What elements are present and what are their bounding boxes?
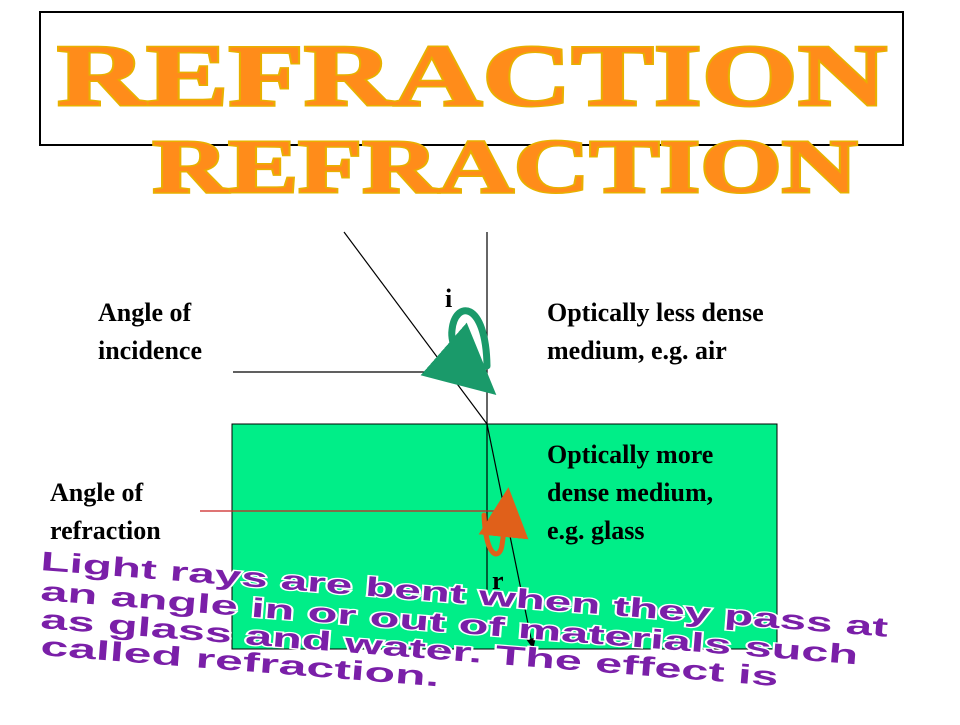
angle-of-incidence-label: Angle of incidence: [98, 294, 202, 370]
angle-of-incidence-line-2: incidence: [98, 336, 202, 365]
less-dense-medium-label: Optically less dense medium, e.g. air: [547, 294, 764, 370]
more-dense-line-2: dense medium,: [547, 478, 714, 507]
less-dense-line-1: Optically less dense: [547, 298, 764, 327]
more-dense-medium-label: Optically more dense medium, e.g. glass: [547, 436, 713, 550]
angle-of-incidence-line-1: Angle of: [98, 298, 192, 327]
title-text: REFRACTION: [57, 28, 887, 125]
incident-ray: [343, 231, 488, 425]
refraction-angle-arc: [478, 487, 529, 557]
angle-r-label: r: [492, 566, 504, 595]
title-box: [39, 11, 904, 146]
angle-of-refraction-line-2: refraction: [50, 516, 161, 545]
angle-of-refraction-label: Angle of refraction: [50, 474, 161, 550]
title-text-shadow: REFRACTION: [153, 125, 858, 209]
incidence-angle-arc: [420, 307, 497, 396]
more-dense-line-1: Optically more: [547, 440, 714, 469]
angle-of-refraction-line-1: Angle of: [50, 478, 144, 507]
less-dense-line-2: medium, e.g. air: [547, 336, 727, 365]
angle-i-label: i: [445, 284, 453, 313]
more-dense-line-3: e.g. glass: [547, 516, 645, 545]
